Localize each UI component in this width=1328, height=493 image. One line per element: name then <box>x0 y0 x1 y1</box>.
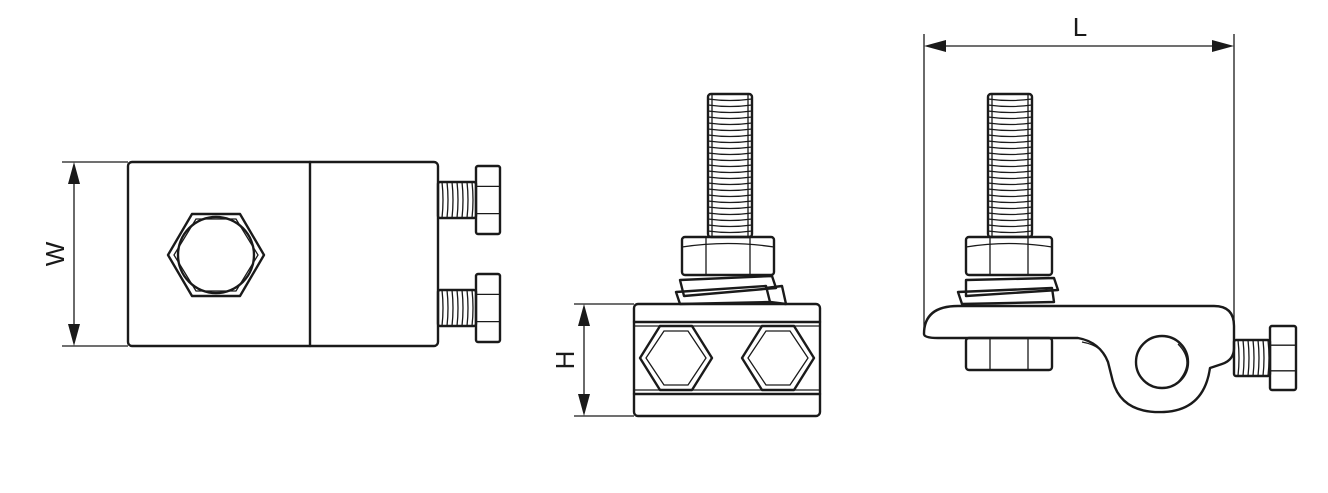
height-label: H <box>550 351 580 370</box>
hex-nut-icon <box>964 235 1054 277</box>
length-label: L <box>1073 12 1087 42</box>
hex-channel-left <box>638 324 714 392</box>
bolt-icon <box>436 164 502 344</box>
hex-nut-icon <box>166 212 266 298</box>
clamp-block <box>632 302 822 418</box>
height-dimension: H <box>550 303 634 417</box>
bolt-icon <box>1232 324 1298 392</box>
threaded-stud-icon <box>706 92 754 239</box>
width-dimension: W <box>40 161 128 347</box>
hex-channel-right <box>740 324 816 392</box>
lower-nut-icon <box>964 336 1054 372</box>
washer-icon <box>674 274 788 306</box>
width-label: W <box>40 241 70 266</box>
hex-nut-icon <box>680 235 776 277</box>
clamp-body <box>126 160 440 348</box>
eye-lug-icon <box>922 304 1236 414</box>
washer-icon <box>956 276 1060 306</box>
top-view: W <box>40 160 502 348</box>
front-view: H <box>550 92 822 418</box>
length-dimension: L <box>923 12 1235 334</box>
side-view: L <box>922 12 1298 414</box>
threaded-stud-icon <box>986 92 1034 239</box>
